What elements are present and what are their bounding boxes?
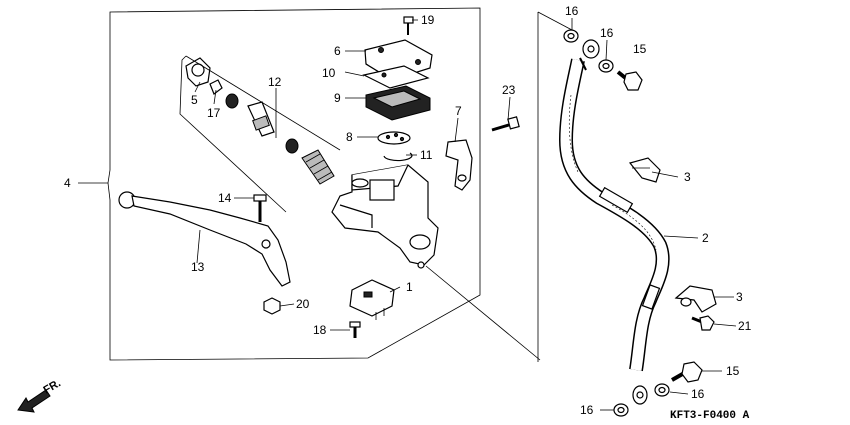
brake-lever (118, 191, 291, 287)
clamp-bolt (691, 315, 715, 331)
callout-14: 14 (218, 191, 232, 205)
callout-19: 19 (421, 13, 435, 27)
callout-16-top-left: 16 (565, 4, 579, 18)
oil-bolt-top (616, 70, 643, 91)
inner-plate (377, 131, 411, 145)
callout-8: 8 (346, 130, 353, 144)
piston-set (185, 57, 335, 185)
callout-3-upper: 3 (684, 170, 691, 184)
assembly-frame (107, 7, 481, 361)
leader-lines (78, 18, 737, 411)
brake-hose (558, 39, 670, 405)
callout-1: 1 (406, 280, 413, 294)
diagram-code: KFT3-F0400 A (670, 410, 750, 422)
callout-5: 5 (191, 93, 198, 107)
hose-clamp-lower (674, 285, 717, 313)
callout-23: 23 (502, 83, 516, 97)
callout-3-lower: 3 (736, 290, 743, 304)
callout-16-top-right: 16 (600, 26, 614, 40)
callout-2: 2 (702, 231, 709, 245)
circlip (383, 152, 413, 162)
callout-13: 13 (191, 260, 205, 274)
callout-6: 6 (334, 44, 341, 58)
lever-holder (445, 139, 473, 191)
pivot-nut (263, 297, 281, 315)
callout-4: 4 (64, 176, 71, 190)
callout-9: 9 (334, 91, 341, 105)
reservoir-plate (362, 65, 430, 89)
callout-21: 21 (738, 319, 752, 333)
brake-light-switch (349, 279, 395, 320)
callout-11: 11 (420, 148, 433, 162)
hose-clamp-upper (628, 157, 661, 183)
callout-15-bottom: 15 (726, 364, 740, 378)
piston-set-bracket (179, 55, 287, 213)
master-cylinder-body (331, 164, 439, 269)
callout-16-bottom-left: 16 (580, 403, 594, 417)
callout-7: 7 (455, 104, 462, 118)
callout-18: 18 (313, 323, 327, 337)
callout-20: 20 (296, 297, 310, 311)
oil-bolt-bottom (671, 361, 703, 383)
front-direction-arrow (17, 389, 51, 413)
switch-screw (349, 321, 361, 338)
callout-16-bottom-right: 16 (691, 387, 705, 401)
callout-15-top: 15 (633, 42, 647, 56)
body-to-hose-line (425, 265, 541, 361)
reservoir-diaphragm (365, 85, 431, 121)
callout-12: 12 (268, 75, 282, 89)
cap-screw (403, 16, 414, 35)
holder-bolt (491, 116, 520, 132)
lever-pivot-bolt (253, 194, 267, 222)
front-direction-label: FR. (42, 377, 63, 396)
callout-10: 10 (322, 66, 336, 80)
callout-17: 17 (207, 106, 221, 120)
